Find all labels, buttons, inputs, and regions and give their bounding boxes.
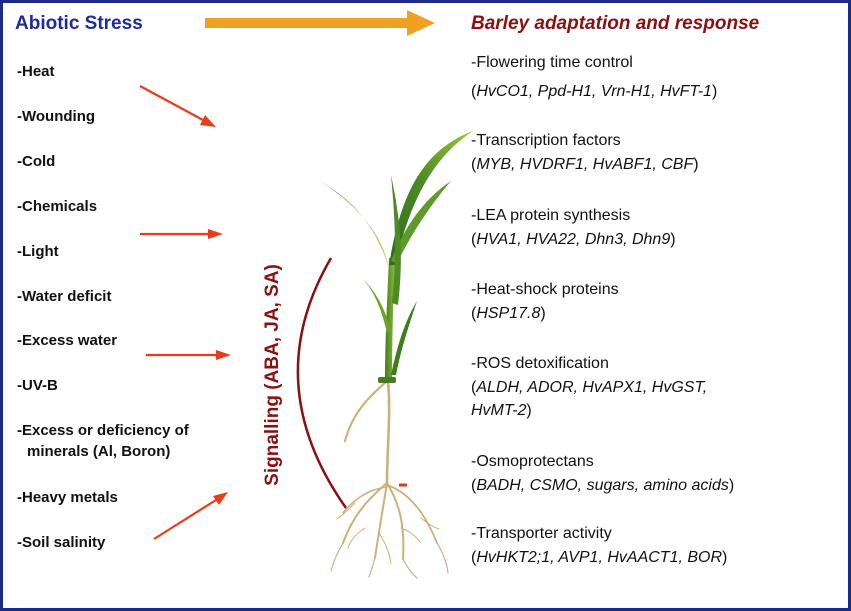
stress-item: -Light [17,243,59,260]
stress-arrows [139,85,231,540]
response-label: -Transporter activity [471,525,612,542]
response-genes: (ALDH, ADOR, HvAPX1, HvGST, [471,379,708,396]
stress-arrow-2 [140,229,223,239]
stress-item: -Excess water [17,332,118,349]
response-genes: (MYB, HVDRF1, HvABF1, CBF) [471,156,699,173]
stress-item: -Soil salinity [17,534,106,551]
response-label: -Osmoprotectans [471,453,594,470]
signalling-arc [296,257,348,509]
stress-item: -Water deficit [17,288,112,305]
stress-item: -Cold [17,153,56,170]
response-label: -Flowering time control [471,54,633,71]
diagram-graphics [139,10,473,579]
response-label: -Transcription factors [471,132,621,149]
stress-item: -Heavy metals [17,489,118,506]
stress-item: -Heat [17,63,55,80]
response-genes: (HVA1, HVA22, Dhn3, Dhn9) [471,231,676,248]
main-flow-arrow [205,10,435,36]
response-label: -ROS detoxification [471,355,609,372]
stress-item: -Excess or deficiency of [17,422,189,439]
stress-item: -UV-B [17,377,58,394]
response-genes: (HSP17.8) [471,305,546,322]
response-genes: (HvCO1, Ppd-H1, Vrn-H1, HvFT-1) [471,83,718,100]
response-genes-continued: HvMT-2) [471,402,532,419]
stress-item: -Chemicals [17,198,98,215]
response-label: -LEA protein synthesis [471,207,631,224]
stress-item-continued: minerals (Al, Boron) [27,443,171,460]
barley-plant-image [317,131,473,579]
abiotic-stress-title: Abiotic Stress [15,13,143,34]
response-genes: (HvHKT2;1, AVP1, HvAACT1, BOR) [471,549,728,566]
stress-arrow-3 [146,350,231,360]
stress-arrow-1 [139,85,216,127]
response-label: -Heat-shock proteins [471,281,619,298]
stress-item: -Wounding [17,108,96,125]
signalling-label: Signalling (ABA, JA, SA) [262,264,283,486]
stress-arrow-4 [153,492,228,540]
response-genes: (BADH, CSMO, sugars, amino acids) [471,477,735,494]
barley-response-title: Barley adaptation and response [471,13,760,34]
